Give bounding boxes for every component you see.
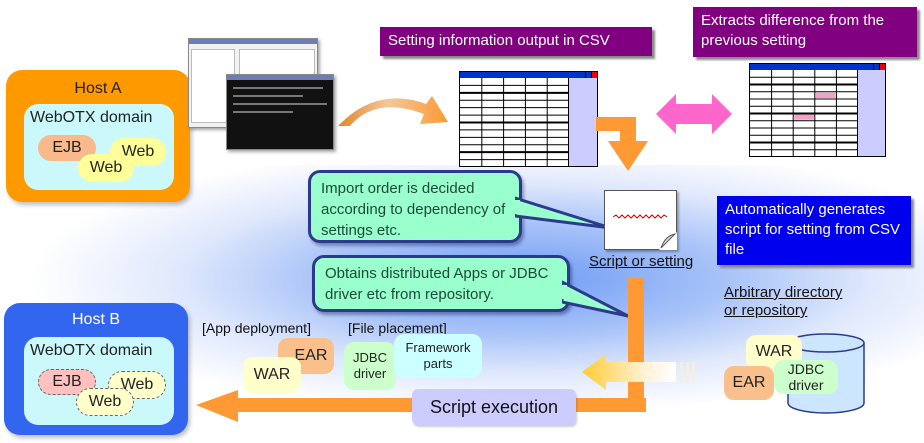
deploy-jdbc-text: JDBC driver [353, 350, 387, 381]
csv-sheet [459, 71, 598, 167]
app-deployment-label: [App deployment] [202, 320, 311, 336]
csv-output-label: Setting information output in CSV [380, 27, 652, 56]
host-b-box: Host B WebOTX domain EJB Web Web [4, 303, 188, 435]
host-b-web-2: Web [76, 388, 134, 416]
host-a-domain-title: WebOTX domain [30, 109, 153, 126]
import-order-text: Import order is decided according to dep… [321, 180, 506, 239]
extract-diff-label: Extracts difference from the previous se… [693, 7, 917, 57]
auto-generate-label: Automatically generates script for setti… [717, 196, 911, 265]
script-execution-box: Script execution [412, 389, 576, 425]
csv-sheet-previous [749, 63, 886, 157]
host-a-web-2: Web [78, 154, 134, 182]
down-arrow [596, 117, 648, 171]
script-execution-label: Script execution [429, 396, 559, 417]
repo-ear: EAR [724, 366, 774, 400]
diff-double-arrow [656, 94, 732, 134]
repository-caption-2: or repository [724, 302, 808, 319]
repository-caption-1: Arbitrary directory [724, 284, 843, 301]
script-document [604, 190, 677, 250]
host-a-title: Host A [74, 80, 122, 97]
repo-jdbc: JDBC driver [774, 360, 838, 394]
repo-war: WAR [746, 335, 802, 369]
import-order-callout: Import order is decided according to dep… [308, 170, 522, 243]
changed-cell [794, 114, 814, 120]
obtains-apps-text: Obtains distributed Apps or JDBC driver … [325, 265, 549, 303]
deploy-framework: Framework parts [394, 334, 482, 378]
host-b-domain-title: WebOTX domain [30, 342, 153, 359]
host-a-box: Host A WebOTX domain EJB Web Web [6, 70, 190, 202]
host-b-title: Host B [71, 311, 120, 328]
script-caption: Script or setting [589, 253, 694, 270]
obtains-apps-callout: Obtains distributed Apps or JDBC driver … [312, 255, 570, 312]
deploy-jdbc: JDBC driver [344, 342, 396, 390]
callout-pointer-2 [562, 280, 630, 318]
host-b-domain: WebOTX domain EJB Web Web [24, 337, 174, 425]
repository-arrow [582, 354, 695, 390]
deploy-framework-text: Framework parts [405, 340, 471, 371]
console-screenshot [226, 74, 334, 150]
curved-arrow [338, 96, 448, 126]
deploy-war: WAR [243, 357, 301, 393]
changed-cell [815, 92, 836, 98]
host-a-domain: WebOTX domain EJB Web Web [24, 104, 174, 190]
callout-pointer-1 [515, 196, 613, 230]
file-placement-label: [File placement] [348, 320, 447, 336]
